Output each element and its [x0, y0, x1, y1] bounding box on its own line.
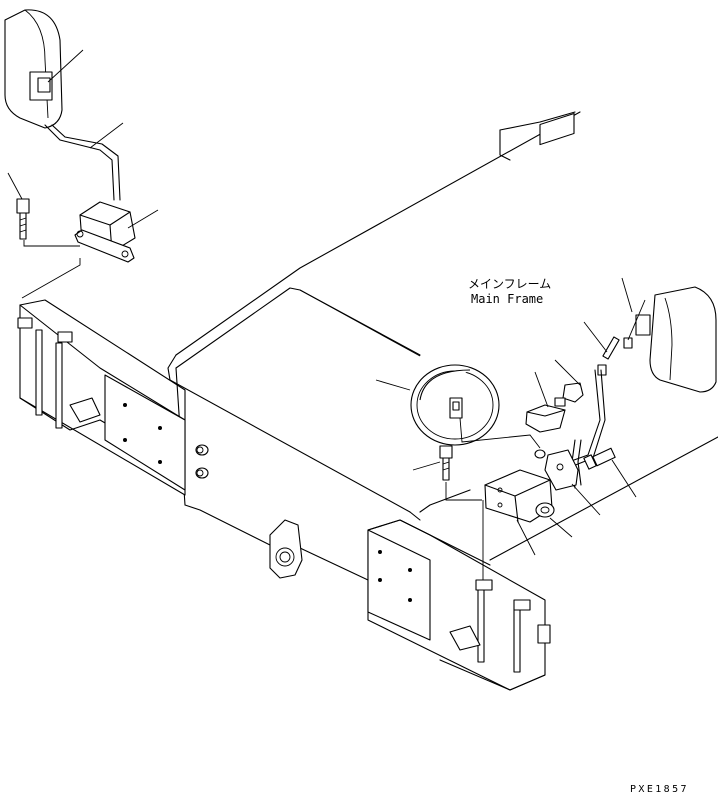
right-rear-bracket: [367, 519, 551, 691]
right-bracket-box: [484, 469, 555, 523]
right-work-lamp: [623, 286, 717, 393]
center-bolt: [439, 445, 482, 501]
main-frame-label-en: Main Frame: [471, 292, 543, 306]
left-work-lamp: [4, 9, 136, 299]
left-front-bracket: [17, 299, 186, 496]
drawing-code: PXE1857: [630, 784, 689, 795]
right-bolt: [583, 447, 616, 470]
clip-parts: [525, 382, 584, 433]
main-frame-label-jp: メインフレーム: [468, 277, 551, 291]
leader-lines: [7, 49, 646, 580]
pin-part: [602, 336, 620, 360]
left-bolt: [16, 198, 80, 247]
main-frame: [167, 111, 718, 581]
rear-round-lamp: [410, 364, 541, 449]
main-frame-label: メインフレーム Main Frame: [468, 277, 551, 306]
right-lamp-stay: [534, 364, 607, 491]
